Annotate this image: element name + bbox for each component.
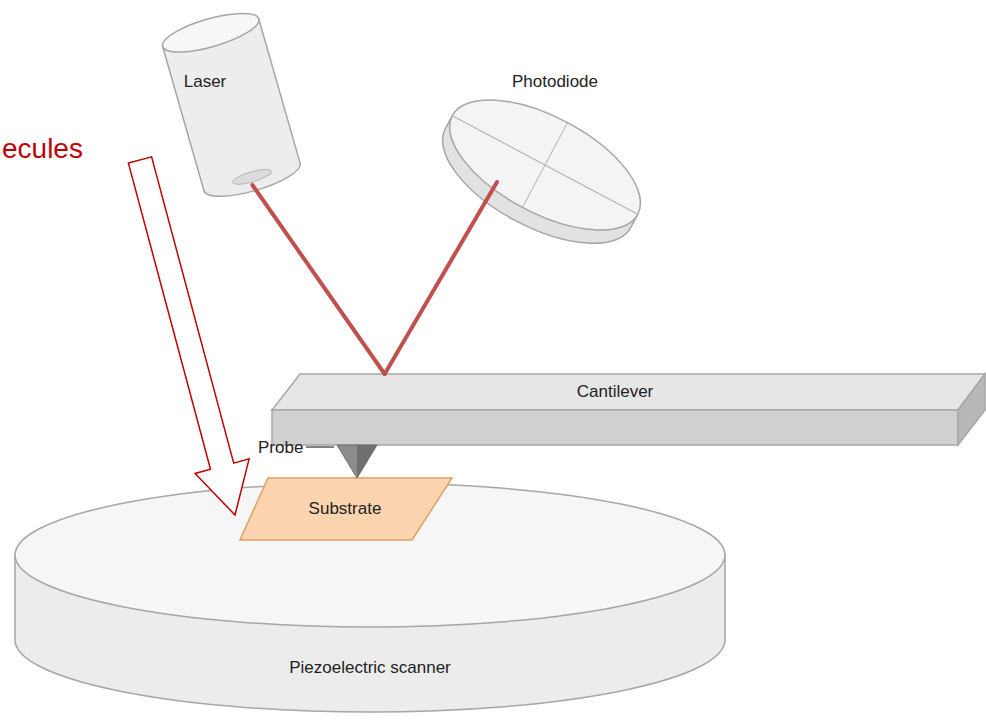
callout-text: ecules — [2, 133, 83, 165]
substrate-box: Substrate — [240, 478, 452, 540]
scanner-top — [15, 483, 725, 627]
cantilever-end — [958, 374, 985, 445]
callout-arrow — [128, 157, 249, 515]
node-text: Substrate — [309, 499, 382, 519]
cantilever-box: Cantilever — [272, 374, 985, 410]
cantilever-top — [272, 374, 985, 410]
scanner-box: Piezoelectric scanner Substrate — [15, 470, 725, 715]
photodiode-box: Photodiode — [450, 60, 660, 182]
laser-box: Laser — [160, 15, 300, 185]
node-text: Cantilever — [577, 382, 654, 402]
node-text: Piezoelectric scanner — [289, 658, 451, 678]
probe-leader — [306, 446, 334, 447]
probe-tip — [337, 445, 377, 478]
substrate-plate — [240, 478, 452, 540]
probe-shade — [357, 445, 377, 478]
node-text: Photodiode — [512, 72, 598, 92]
node-text: Laser — [184, 72, 227, 92]
part-label: Probe — [258, 438, 303, 458]
laser-body — [159, 5, 304, 204]
cantilever-front — [272, 410, 958, 445]
photodiode-body — [423, 73, 661, 270]
laser-beam — [385, 182, 497, 374]
laser-beam — [252, 185, 384, 374]
